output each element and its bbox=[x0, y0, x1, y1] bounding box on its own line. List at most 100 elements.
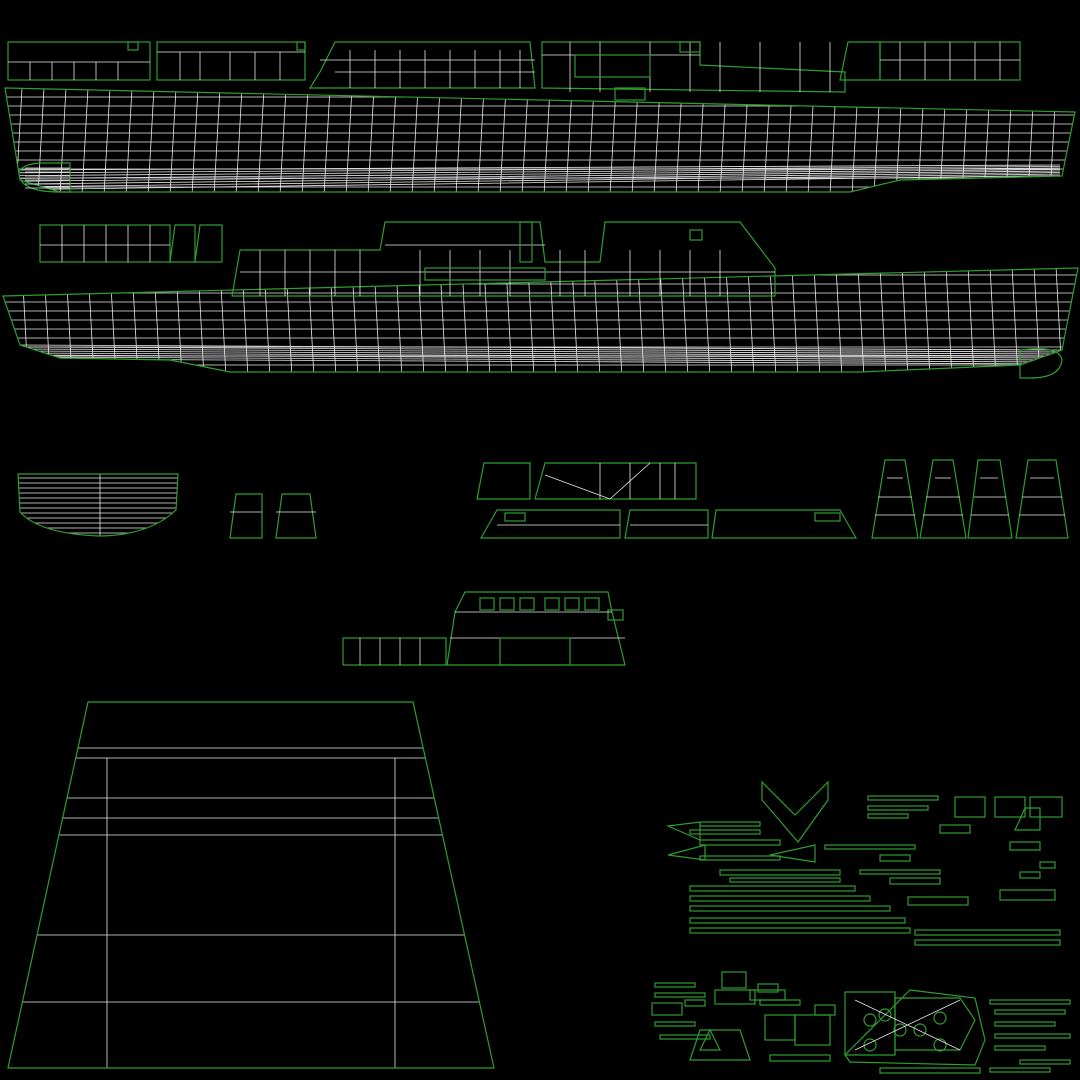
uv-edge bbox=[65, 268, 73, 372]
uv-edge bbox=[791, 268, 799, 372]
hull-top-grid bbox=[5, 88, 1075, 192]
small-strip bbox=[719, 869, 841, 876]
uv-island bbox=[424, 267, 546, 281]
small-strip bbox=[867, 795, 939, 801]
uv-edge bbox=[197, 268, 205, 372]
uv-edge bbox=[813, 268, 821, 372]
deck-block bbox=[39, 224, 171, 263]
uv-edge bbox=[989, 268, 997, 372]
uv-edge bbox=[873, 88, 881, 192]
small-strip bbox=[689, 905, 891, 912]
small-strip bbox=[721, 971, 747, 989]
uv-edge bbox=[587, 88, 595, 192]
small-strip bbox=[699, 855, 781, 861]
uv-island bbox=[679, 41, 701, 53]
bridge-side bbox=[342, 637, 447, 666]
uv-edge bbox=[263, 268, 271, 372]
hull-bottom-grid bbox=[3, 268, 1078, 372]
small-strip bbox=[769, 1054, 831, 1062]
uv-edge bbox=[1005, 88, 1013, 192]
uv-edge bbox=[19, 175, 1061, 190]
small-strip bbox=[879, 854, 911, 862]
uv-edge bbox=[19, 164, 1061, 171]
uv-edge bbox=[81, 88, 89, 192]
small-strip bbox=[659, 1034, 711, 1040]
small-strip bbox=[989, 999, 1071, 1005]
small-piece bbox=[1014, 807, 1041, 831]
small-strip bbox=[714, 989, 756, 1005]
uv-edge bbox=[241, 268, 249, 372]
uv-island bbox=[519, 221, 533, 263]
uv-edge bbox=[571, 268, 579, 372]
small-strip bbox=[994, 1045, 1046, 1051]
small-strip bbox=[994, 796, 1026, 818]
small-strip bbox=[689, 917, 906, 924]
uv-edge bbox=[19, 344, 1061, 351]
uv-edge bbox=[615, 268, 623, 372]
small-strip bbox=[914, 929, 1061, 936]
uv-island bbox=[699, 1028, 721, 1051]
small-strip bbox=[757, 983, 779, 993]
uv-edge bbox=[1055, 268, 1063, 372]
uv-edge bbox=[323, 88, 331, 192]
bow-bulb-bottom bbox=[1019, 348, 1063, 379]
uv-edge bbox=[191, 88, 199, 192]
uv-edge bbox=[659, 268, 667, 372]
hull-top-outline bbox=[4, 87, 1076, 193]
funnel-island bbox=[919, 459, 967, 539]
uv-edge bbox=[389, 88, 397, 192]
uv-edge bbox=[609, 88, 617, 192]
uv-island bbox=[275, 493, 317, 539]
small-strip bbox=[994, 1009, 1066, 1015]
uv-edge bbox=[769, 268, 777, 372]
superstructure-block bbox=[308, 41, 536, 89]
small-strip bbox=[867, 813, 909, 819]
uv-edge bbox=[763, 88, 771, 192]
deck-fitting bbox=[893, 1023, 907, 1037]
small-strip bbox=[1019, 1059, 1071, 1065]
small-strip bbox=[689, 927, 911, 934]
uv-island bbox=[689, 229, 703, 241]
uv-edge bbox=[109, 268, 117, 372]
uv-edge bbox=[345, 88, 353, 192]
small-strip bbox=[1019, 871, 1041, 879]
uv-edge bbox=[21, 268, 29, 372]
uv-edge bbox=[411, 88, 419, 192]
uv-edge bbox=[19, 354, 1061, 361]
small-strip bbox=[939, 824, 971, 834]
uv-island bbox=[614, 87, 646, 101]
uv-edge bbox=[59, 88, 67, 192]
uv-edge bbox=[37, 88, 45, 192]
small-strip bbox=[994, 1033, 1071, 1039]
small-strip bbox=[654, 1021, 696, 1027]
uv-edge bbox=[1027, 88, 1035, 192]
uv-edge bbox=[854, 999, 961, 1051]
uv-island bbox=[127, 41, 139, 51]
uv-edge bbox=[169, 88, 177, 192]
small-strip bbox=[994, 1021, 1056, 1027]
small-strip bbox=[859, 869, 941, 875]
funnel-island bbox=[1015, 459, 1069, 539]
uv-edge bbox=[19, 348, 1061, 355]
uv-island bbox=[544, 597, 560, 611]
uv-edge bbox=[103, 88, 111, 192]
uv-island bbox=[479, 509, 621, 539]
uv-island bbox=[607, 609, 624, 621]
small-strip bbox=[794, 1014, 831, 1046]
small-strip bbox=[729, 877, 841, 883]
small-piece bbox=[667, 844, 706, 861]
uv-island bbox=[624, 509, 709, 539]
uv-edge bbox=[895, 88, 903, 192]
hull-bottom-outline bbox=[2, 267, 1079, 373]
uv-edge bbox=[1033, 268, 1041, 372]
uv-edge bbox=[1071, 88, 1075, 192]
uv-island bbox=[499, 597, 515, 611]
stern-outline bbox=[17, 473, 179, 537]
deck-fitting bbox=[863, 1038, 877, 1052]
uv-edge bbox=[301, 88, 309, 192]
uv-island bbox=[711, 509, 858, 539]
small-strip bbox=[824, 844, 916, 850]
small-strip bbox=[654, 982, 696, 988]
small-strip bbox=[759, 999, 801, 1006]
uv-island bbox=[584, 597, 600, 611]
